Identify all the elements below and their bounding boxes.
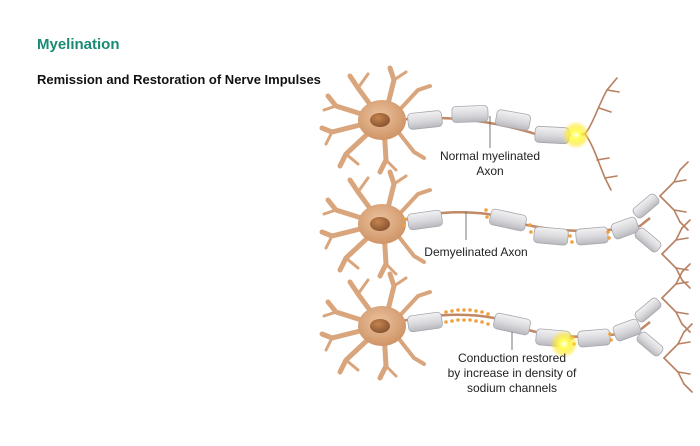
label-line: Demyelinated Axon (424, 245, 528, 259)
normal-neuron (322, 68, 620, 191)
page-title: Myelination (37, 36, 120, 53)
myelin-sheath (407, 297, 664, 357)
normal-myelinated-axon-label: Normal myelinated Axon (420, 149, 560, 179)
page-subtitle: Remission and Restoration of Nerve Impul… (37, 72, 321, 87)
nerve-impulse-glow (550, 330, 578, 358)
label-line: sodium channels (466, 381, 558, 395)
myelin-sheath (407, 105, 570, 145)
demyelinated-axon-label: Demyelinated Axon (406, 245, 546, 260)
label-line: Normal myelinated (439, 149, 541, 163)
demyelinated-neuron (322, 161, 691, 289)
myelin-sheath (407, 193, 662, 253)
label-line: Conduction restored (457, 351, 567, 365)
conduction-restored-label: Conduction restored by increase in densi… (430, 351, 594, 396)
sodium-channels (402, 208, 611, 244)
restored-neuron (322, 263, 693, 393)
label-line: Axon (476, 164, 504, 178)
nerve-impulse-glow (562, 121, 590, 149)
label-line: by increase in density of (447, 366, 577, 380)
